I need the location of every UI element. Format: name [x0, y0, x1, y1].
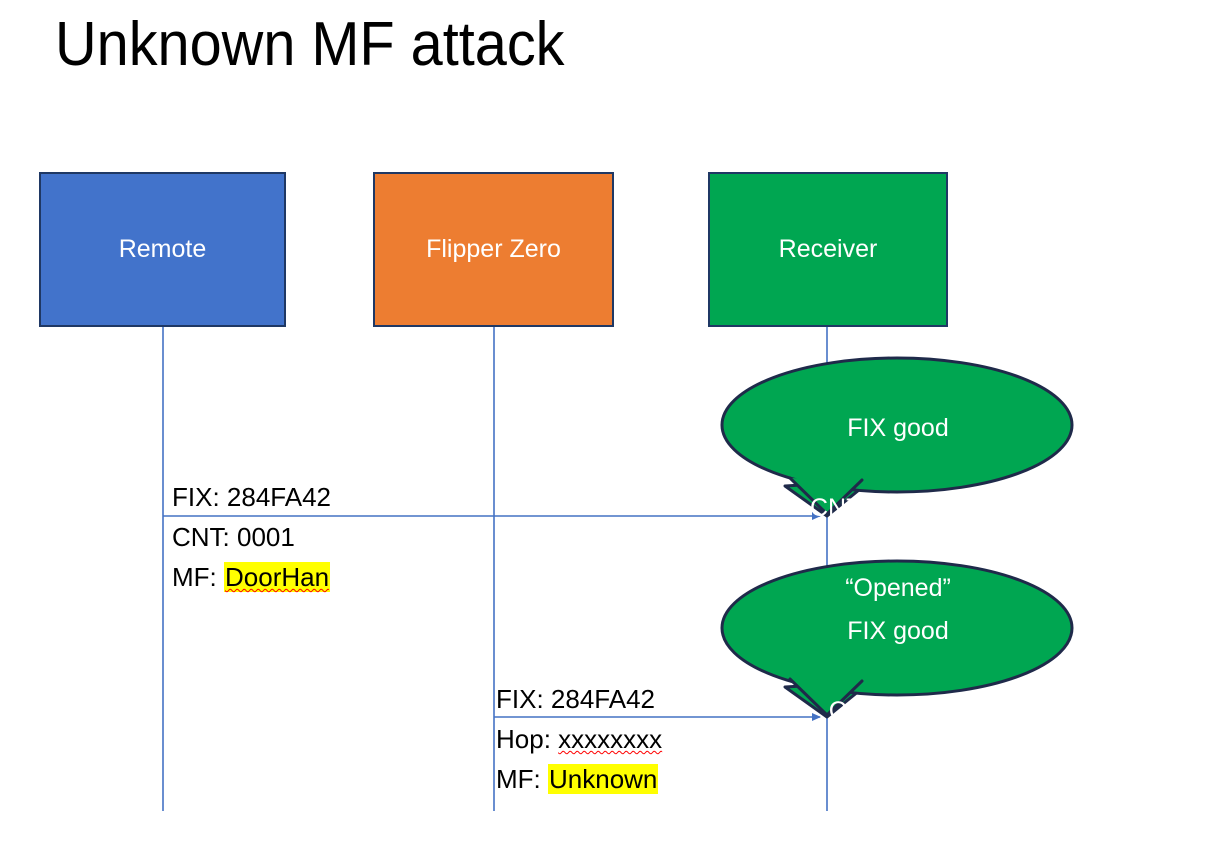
message-1-line-3: MF: DoorHan [172, 557, 331, 597]
page-title: Unknown MF attack [55, 10, 565, 79]
actor-label-flipper: Flipper Zero [426, 234, 561, 263]
message-2-line-2: Hop: xxxxxxxx [496, 719, 662, 759]
message-2-line-3: MF: Unknown [496, 759, 662, 799]
callout-2-text: FIX good CNT is ???? “Opened” [723, 571, 1073, 851]
callout-2-line-3: “Opened” [845, 777, 951, 805]
actor-box-receiver[interactable]: Receiver [708, 172, 948, 327]
message-2-fix-text: FIX: 284FA42 [496, 684, 655, 714]
callout-1-line-2: CNT 0001 good [809, 494, 987, 522]
actor-label-remote: Remote [118, 234, 207, 263]
callout-bubble-1 [720, 356, 1074, 518]
message-2-detail-lines: Hop: xxxxxxxx MF: Unknown [496, 719, 662, 799]
message-1-fix-text: FIX: 284FA42 [172, 482, 331, 512]
callout-1-text: FIX good CNT 0001 good “Opened” [723, 368, 1073, 648]
message-1-detail-lines: CNT: 0001 MF: DoorHan [172, 517, 331, 597]
callout-bubble-2 [720, 559, 1074, 719]
callout-2-line-1: FIX good [847, 617, 949, 645]
message-2-hop-prefix: Hop: [496, 724, 559, 754]
actor-box-flipper[interactable]: Flipper Zero [373, 172, 614, 327]
message-2-line-1: FIX: 284FA42 [496, 679, 655, 719]
message-2-mf-prefix: MF: [496, 764, 548, 794]
actor-box-remote[interactable]: Remote [39, 172, 286, 327]
actor-label-receiver: Receiver [778, 234, 878, 263]
message-1-mf-prefix: MF: [172, 562, 224, 592]
message-2-mf-value: Unknown [548, 764, 659, 794]
message-1-mf-value: DoorHan [224, 562, 331, 592]
callout-1-line-3: “Opened” [845, 574, 951, 602]
callout-2-line-2: CNT is ???? [828, 697, 968, 725]
message-1-line-1: FIX: 284FA42 [172, 477, 331, 517]
message-1-line-2: CNT: 0001 [172, 517, 330, 557]
sequence-diagram-canvas [162, 327, 1074, 811]
message-2-hop-value: xxxxxxxx [558, 724, 663, 754]
message-1-cnt-text: CNT: 0001 [172, 522, 295, 552]
callout-1-line-1: FIX good [847, 414, 949, 442]
